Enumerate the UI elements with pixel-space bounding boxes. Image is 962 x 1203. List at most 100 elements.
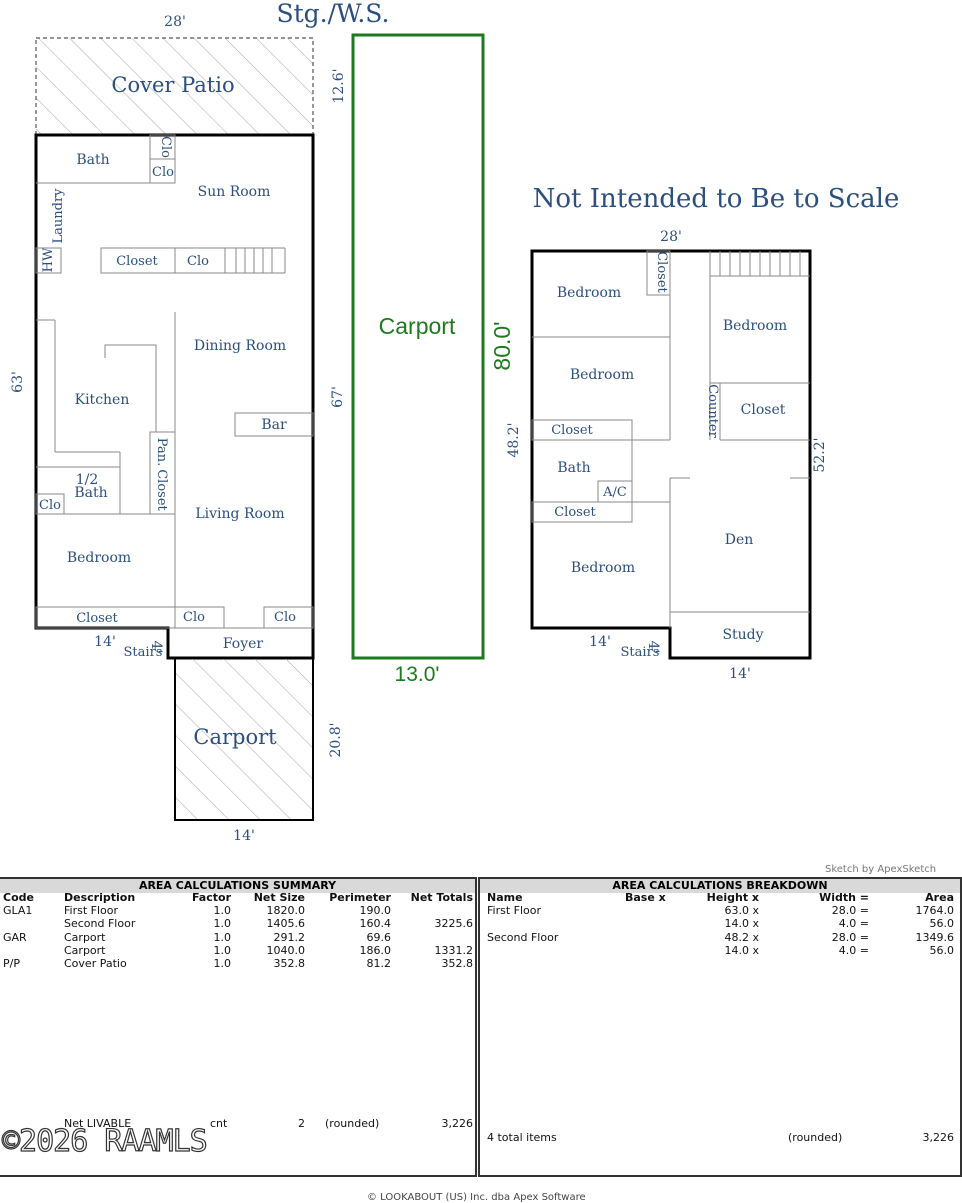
sf-closet-v-label: Closet — [654, 251, 669, 293]
summary-cell: 1.0 — [213, 943, 232, 957]
ff-laundry-label: Laundry — [51, 188, 66, 244]
sf-stairs-label: Stairs — [621, 645, 660, 660]
breakdown-cell: 4.0 = — [838, 917, 869, 931]
small-carport-label: Carport — [193, 725, 277, 749]
summary-cell: First Floor — [64, 904, 119, 917]
ff-dim-right: 67' — [330, 386, 346, 408]
breakdown-col-area: Area — [925, 891, 954, 904]
summary-col-code: Code — [3, 891, 34, 904]
ff-dim-bottom-left: 14' — [94, 634, 116, 650]
breakdown-title: AREA CALCULATIONS BREAKDOWN — [480, 879, 960, 893]
summary-footer-label: Net LIVABLE — [64, 1117, 132, 1130]
summary-cell: Carport — [64, 943, 106, 957]
sf-dim-bottom-left: 14' — [589, 634, 611, 650]
summary-col-nettotals: Net Totals — [410, 891, 473, 904]
small-carport-area — [174, 657, 314, 821]
breakdown-cell: 63.0 x — [724, 904, 760, 917]
summary-col-netsize: Net Size — [253, 891, 305, 904]
ff-closet-v-label: Closet — [154, 469, 169, 511]
summary-cell: Second Floor — [64, 917, 136, 931]
breakdown-header-row: Name Base x Height x Width = Area — [478, 891, 962, 905]
long-carport-height: 80.0' — [489, 321, 515, 370]
cover-patio-dim: 12.6' — [331, 68, 347, 103]
summary-cell: 3225.6 — [434, 917, 474, 931]
summary-cell: 1.0 — [213, 904, 232, 917]
summary-cell: 1405.6 — [266, 917, 306, 931]
ff-half-bath-label: Bath — [74, 485, 107, 501]
sf-bedroom4-label: Bedroom — [571, 560, 635, 576]
sf-bath-label: Bath — [557, 460, 590, 476]
ff-bedroom-label: Bedroom — [67, 550, 131, 566]
breakdown-cell: 14.0 x — [724, 943, 760, 957]
summary-footer-count: 2 — [298, 1117, 305, 1130]
breakdown-footer-total: 3,226 — [922, 1131, 955, 1144]
summary-title: AREA CALCULATIONS SUMMARY — [0, 879, 475, 893]
breakdown-cell: 1349.6 — [915, 930, 955, 944]
sf-dim-bottom-right: 14' — [729, 666, 751, 682]
ff-stairs-label: Stairs — [124, 645, 163, 660]
sf-closet1-label: Closet — [551, 423, 593, 438]
ff-clo2-label: Clo — [152, 165, 174, 180]
ff-dim-stairs: 4' — [148, 641, 164, 654]
second-floor-walls — [531, 250, 810, 628]
summary-footer-cnt: cnt — [210, 1117, 228, 1130]
summary-header-row: Code Description Factor Net Size Perimet… — [0, 891, 477, 905]
summary-cell: P/P — [3, 957, 20, 971]
breakdown-cell: 28.0 = — [831, 930, 869, 944]
area-summary-table: AREA CALCULATIONS SUMMARY — [0, 877, 477, 1177]
ff-bar-label: Bar — [261, 417, 287, 433]
ff-closet-label: Closet — [116, 254, 158, 269]
summary-cell: 352.8 — [441, 957, 474, 971]
breakdown-footer-label: 4 total items — [487, 1131, 557, 1144]
ff-dim-left: 63' — [10, 371, 26, 393]
summary-footer: Net LIVABLE cnt 2 (rounded) 3,226 — [0, 1117, 477, 1131]
long-carport-label: Carport — [379, 313, 456, 339]
summary-cell: GAR — [3, 930, 27, 944]
ff-living-room-label: Living Room — [195, 506, 284, 522]
ff-clo5-label: Clo — [183, 610, 205, 625]
breakdown-col-height: Height x — [706, 891, 759, 904]
floor-plan-diagram: 28' Stg./W.S. Cover Patio 12.6' — [10, 0, 899, 844]
summary-cell: 1040.0 — [266, 943, 306, 957]
summary-cell: 1331.2 — [434, 943, 474, 957]
cover-patio-label: Cover Patio — [111, 73, 234, 97]
breakdown-footer: 4 total items (rounded) 3,226 — [478, 1131, 962, 1145]
breakdown-col-width: Width = — [819, 891, 869, 904]
ff-sun-room-label: Sun Room — [198, 184, 271, 200]
ff-clo4-label: Clo — [39, 498, 61, 513]
long-carport-area — [351, 33, 485, 660]
sf-dim-right: 52.2' — [812, 437, 828, 472]
sf-bedroom2-label: Bedroom — [723, 318, 787, 334]
sf-bedroom1-label: Bedroom — [557, 285, 621, 301]
breakdown-footer-rounded: (rounded) — [788, 1131, 843, 1144]
ff-half-label: 1/2 — [76, 472, 99, 488]
breakdown-cell: 28.0 = — [831, 904, 869, 917]
breakdown-cell: 1764.0 — [915, 904, 955, 917]
ff-dining-room-label: Dining Room — [194, 338, 286, 354]
breakdown-cell: 48.2 x — [724, 930, 760, 944]
ff-foyer-label: Foyer — [223, 636, 264, 652]
sf-ac-label: A/C — [602, 485, 627, 500]
ff-clo3-label: Clo — [187, 254, 209, 269]
ff-clo6-label: Clo — [274, 610, 296, 625]
second-floor-outline — [530, 249, 812, 660]
summary-cell: 81.2 — [366, 957, 392, 971]
sf-bedroom3-label: Bedroom — [570, 367, 634, 383]
ff-clo1-label: Clo — [158, 136, 173, 158]
summary-cell: GLA1 — [3, 904, 33, 917]
sf-dim-left: 48.2' — [506, 422, 522, 457]
summary-cell: 160.4 — [359, 917, 392, 931]
summary-cell: 352.8 — [273, 957, 306, 971]
bottom-credit: © LOOKABOUT (US) Inc. dba Apex Software — [367, 1192, 586, 1203]
ff-kitchen-label: Kitchen — [75, 392, 130, 408]
sketch-credit: Sketch by ApexSketch — [825, 864, 937, 875]
first-floor-walls — [35, 134, 314, 629]
